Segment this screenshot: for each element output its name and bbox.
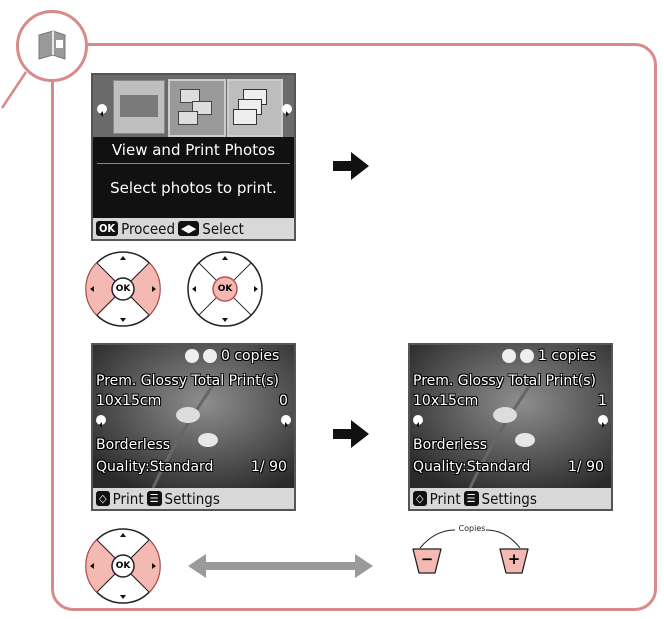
quality-label: Quality:Standard: [413, 459, 531, 475]
dpad-left-right-highlight[interactable]: [83, 526, 163, 606]
right-arrow-icon: [282, 104, 292, 117]
tab-connector-line: [0, 71, 28, 109]
print-label: Print: [112, 489, 144, 508]
next-photo-arrow-icon: [281, 415, 291, 428]
next-step-arrow-icon: [333, 420, 369, 448]
step-tab: [16, 10, 88, 82]
photo-memory-card-icon: [38, 30, 66, 60]
start-key-icon: ◇: [413, 491, 427, 506]
menu-key-icon: ☰: [463, 491, 479, 506]
settings-label: Settings: [164, 489, 220, 508]
minus-button-icon: [185, 349, 199, 363]
instruction-frame: [51, 43, 657, 611]
layout-label: Borderless: [96, 437, 171, 453]
dpad-ok-highlight[interactable]: [185, 249, 265, 329]
copies-label: Copies: [458, 524, 486, 533]
left-arrow-icon: [97, 104, 107, 117]
paper-size: 10x15cm: [96, 393, 162, 409]
photo-preview: [410, 345, 611, 488]
plus-button-icon: [203, 349, 217, 363]
dpad-ok-label: OK: [115, 561, 131, 571]
copies-count: 1 copies: [538, 348, 597, 364]
next-step-arrow-icon: [333, 152, 369, 180]
prev-photo-arrow-icon: [96, 415, 106, 428]
divider: [97, 163, 290, 164]
screen-footer-bar: ◇ Print ☰ Settings: [410, 488, 611, 509]
total-prints: 1: [598, 393, 607, 409]
plus-button-icon: [520, 349, 534, 363]
copies-plus-button[interactable]: [497, 545, 531, 577]
thumbnail-index: [227, 79, 283, 137]
ok-key-icon: OK: [96, 221, 119, 236]
screen-message: Select photos to print.: [110, 179, 277, 197]
copies-bracket: [419, 529, 521, 549]
screen-footer-bar: OK Proceed ◀▶ Select: [93, 218, 294, 239]
minus-icon: −: [420, 550, 434, 568]
settings-label: Settings: [481, 489, 537, 508]
plus-icon: +: [507, 550, 521, 568]
photo-counter: 1/ 90: [251, 459, 287, 475]
dpad-left-right-highlight[interactable]: [83, 249, 163, 329]
screen-footer-bar: ◇ Print ☰ Settings: [93, 488, 294, 509]
menu-key-icon: ☰: [146, 491, 162, 506]
print-label: Print: [429, 489, 461, 508]
dpad-ok-label: OK: [217, 284, 233, 294]
screen-title: View and Print Photos: [111, 141, 276, 159]
minus-button-icon: [502, 349, 516, 363]
photo-preview: [93, 345, 294, 488]
lcd-screen-view-print: View and Print Photos Select photos to p…: [91, 73, 296, 241]
lcd-screen-copies-0: 0 copies Prem. Glossy Total Print(s) 10x…: [91, 343, 296, 511]
next-photo-arrow-icon: [598, 415, 608, 428]
quality-label: Quality:Standard: [96, 459, 214, 475]
start-key-icon: ◇: [96, 491, 110, 506]
paper-type-line: Prem. Glossy Total Print(s): [96, 373, 279, 389]
photo-counter: 1/ 90: [568, 459, 604, 475]
dpad-ok-label: OK: [115, 284, 131, 294]
select-label: Select: [202, 219, 244, 238]
paper-type-line: Prem. Glossy Total Print(s): [413, 373, 596, 389]
equivalent-double-arrow-icon: [188, 554, 373, 578]
thumbnail-multi: [168, 79, 226, 137]
paper-size: 10x15cm: [413, 393, 479, 409]
total-prints: 0: [279, 393, 288, 409]
left-right-key-icon: ◀▶: [178, 221, 200, 236]
copies-minus-button[interactable]: [410, 545, 444, 577]
lcd-screen-copies-1: 1 copies Prem. Glossy Total Print(s) 10x…: [408, 343, 613, 511]
proceed-label: Proceed: [121, 219, 176, 238]
prev-photo-arrow-icon: [413, 415, 423, 428]
layout-label: Borderless: [413, 437, 488, 453]
thumbnail-single: [113, 80, 165, 134]
copies-count: 0 copies: [221, 348, 280, 364]
